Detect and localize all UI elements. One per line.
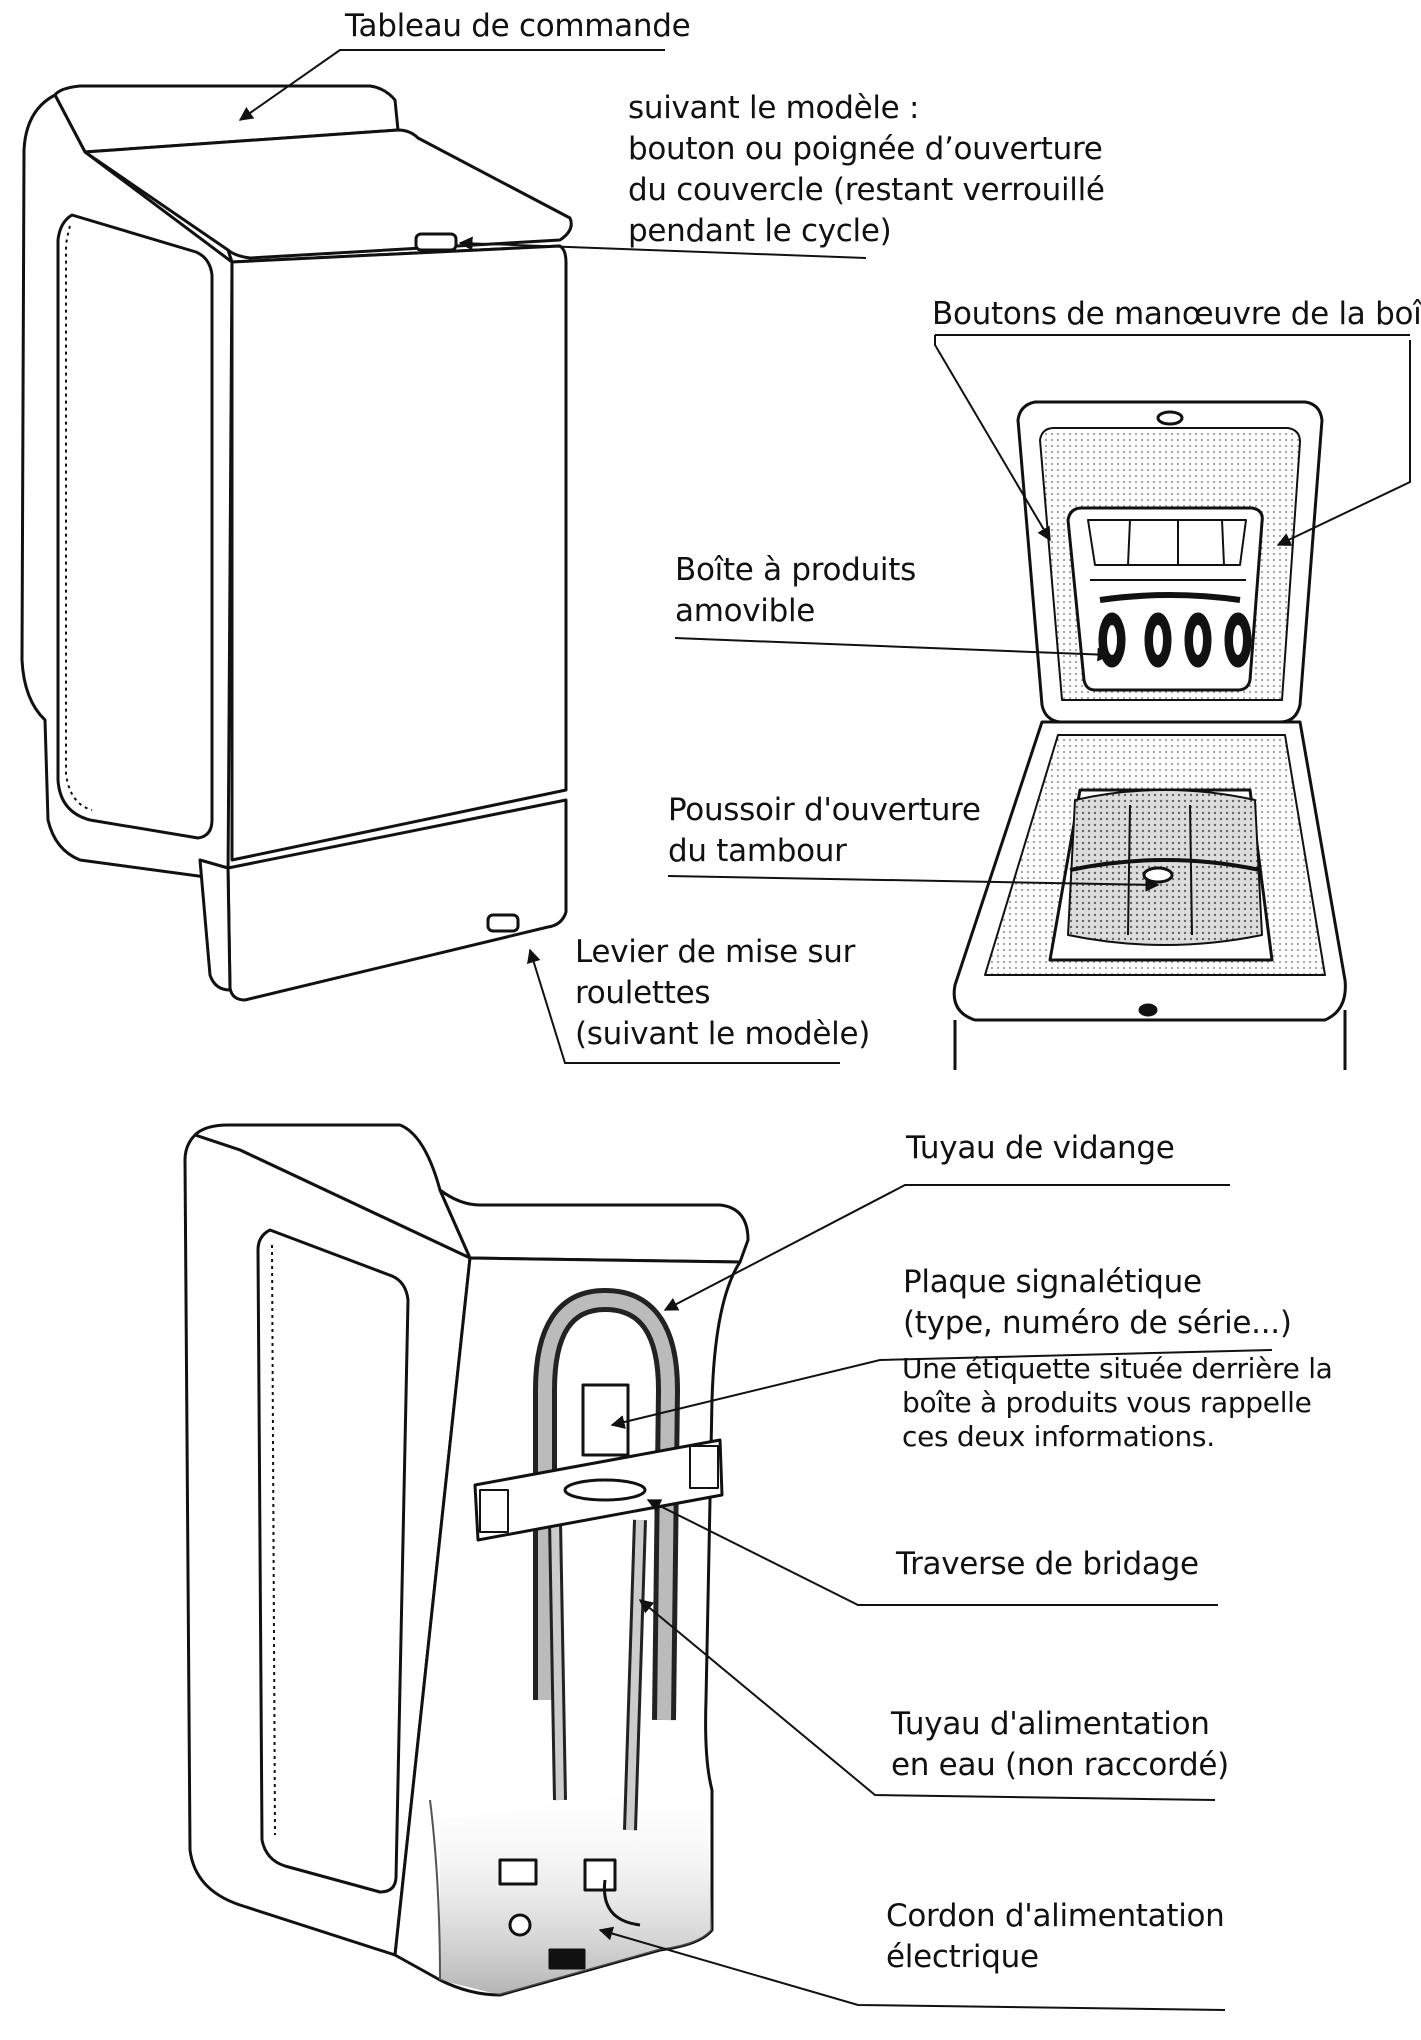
label-tuyau-alimentation: Tuyau d'alimentation en eau (non raccord… xyxy=(891,1706,1229,1783)
label-boutons-boite: Boutons de manœuvre de la boîte xyxy=(932,296,1421,332)
machine-front-closed xyxy=(20,84,573,1002)
label-cordon-alimentation: Cordon d'alimentation électrique xyxy=(886,1898,1225,1975)
label-boite-produits: Boîte à produits amovible xyxy=(675,552,916,629)
label-bouton-couvercle: suivant le modèle : bouton ou poignée d’… xyxy=(628,90,1105,249)
label-levier: Levier de mise sur roulettes (suivant le… xyxy=(575,934,871,1052)
label-plaque-note: Une étiquette située derrière la boîte à… xyxy=(902,1352,1333,1453)
label-traverse-bridage: Traverse de bridage xyxy=(896,1546,1199,1582)
label-poussoir: Poussoir d'ouverture du tambour xyxy=(668,792,981,869)
label-plaque-signaletique: Plaque signalétique (type, numéro de sér… xyxy=(903,1264,1292,1341)
label-tuyau-vidange: Tuyau de vidange xyxy=(906,1130,1175,1166)
label-tableau-de-commande: Tableau de commande xyxy=(345,8,691,44)
leader-lines xyxy=(238,49,1411,2011)
machine-top-open xyxy=(952,400,1347,1070)
machine-rear xyxy=(183,1123,750,1997)
